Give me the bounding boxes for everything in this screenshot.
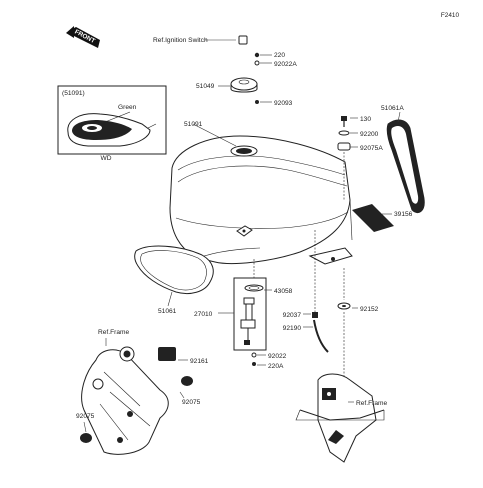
label-51061A: 51061A — [381, 105, 404, 112]
label-43058: 43058 — [274, 288, 293, 295]
ref-ignition-switch: Ref.Ignition Switch — [153, 37, 208, 44]
ref-frame-left: Ref.Frame — [98, 329, 129, 336]
label-92152: 92152 — [360, 306, 379, 313]
front-arrow-icon: FRONT — [66, 26, 100, 48]
knee-pad-right: 51061A — [381, 105, 425, 214]
label-92022A: 92022A — [274, 61, 297, 68]
fuel-tank: 51091 — [169, 121, 353, 265]
rubber-39156: 39156 — [352, 204, 413, 232]
label-130: 130 — [360, 116, 371, 123]
label-92093: 92093 — [274, 100, 293, 107]
label-92161: 92161 — [190, 358, 209, 365]
ref-frame-right: Ref.Frame — [356, 400, 387, 407]
label-92075A: 92075A — [360, 145, 383, 152]
inset-box: (51091) Green WD — [57, 85, 167, 162]
bolt-stack: 130 92200 92075A — [337, 116, 383, 200]
label-51061: 51061 — [158, 308, 177, 315]
inset-ref: (51091) — [62, 90, 85, 97]
diagram-id: F2410 — [441, 12, 460, 19]
ignition-part: Ref.Ignition Switch — [153, 35, 248, 45]
fuel-pump: 43058 27010 92022 220A — [194, 259, 293, 370]
inset-color-label: Green — [118, 104, 137, 111]
washer-92152: 92152 — [337, 268, 379, 390]
label-92075-left: 92075 — [76, 413, 95, 420]
label-92190: 92190 — [283, 325, 302, 332]
fuel-hose: 92037 92190 — [283, 230, 329, 353]
frame-left: Ref.Frame 92161 92075 92075 — [76, 329, 209, 455]
screw-parts: 220 92022A — [254, 52, 297, 68]
label-92075-right: 92075 — [182, 399, 201, 406]
inset-caption: WD — [101, 155, 112, 162]
label-51091: 51091 — [184, 121, 203, 128]
label-92022: 92022 — [268, 353, 287, 360]
label-220A: 220A — [268, 363, 284, 370]
label-39156: 39156 — [394, 211, 413, 218]
label-92200: 92200 — [360, 131, 379, 138]
label-51049: 51049 — [196, 83, 215, 90]
fuel-cap: 51049 92093 — [196, 77, 293, 107]
frame-right: Ref.Frame — [295, 373, 387, 463]
label-92037: 92037 — [283, 312, 302, 319]
knee-pad-left: 51061 — [134, 245, 214, 315]
label-220: 220 — [274, 52, 285, 59]
label-27010: 27010 — [194, 311, 213, 318]
